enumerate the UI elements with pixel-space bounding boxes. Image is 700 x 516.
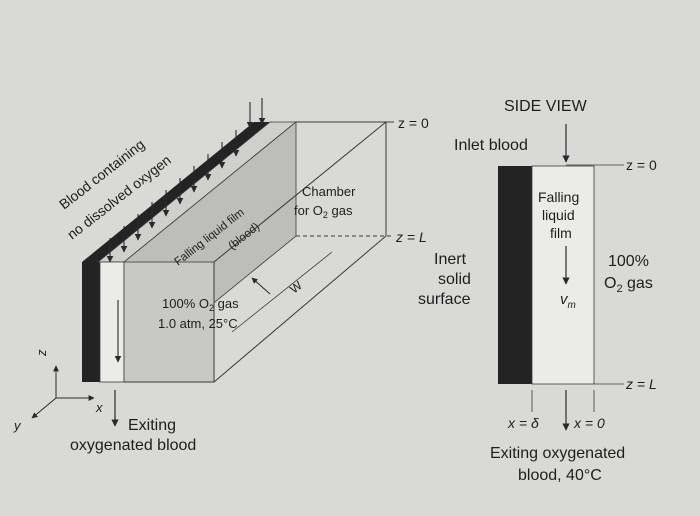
x-delta-label: x = δ bbox=[507, 415, 539, 431]
side-film bbox=[531, 165, 595, 385]
side-film-line3: film bbox=[550, 225, 572, 241]
side-exit-line2: blood, 40°C bbox=[518, 467, 602, 484]
chamber-label-line2: for O2 gas bbox=[294, 203, 353, 220]
axis-x-label: x bbox=[95, 400, 103, 415]
gas-label: 100% O2 gas bbox=[162, 296, 239, 313]
exit-label-line1: Exiting bbox=[128, 417, 176, 434]
side-film-line1: Falling bbox=[538, 189, 579, 205]
gas-conditions-label: 1.0 atm, 25°C bbox=[158, 316, 238, 331]
x-zero-label: x = 0 bbox=[573, 415, 605, 431]
width-dimension bbox=[231, 251, 333, 333]
inflow-arrows bbox=[106, 98, 266, 263]
side-exit-line1: Exiting oxygenated bbox=[490, 445, 625, 462]
side-view: SIDE VIEW Inlet blood z = 0 z = L Fallin… bbox=[418, 98, 657, 484]
film-front-face bbox=[99, 261, 125, 383]
width-label: W bbox=[287, 278, 305, 296]
axis-z-label: z bbox=[34, 349, 49, 357]
side-solid-wall bbox=[498, 166, 532, 384]
isometric-view: Blood containing no dissolved oxygen Fal… bbox=[13, 98, 429, 454]
surface-line3: surface bbox=[418, 291, 471, 308]
coordinate-axes bbox=[31, 365, 95, 419]
side-z0-label: z = 0 bbox=[626, 157, 657, 173]
side-velocity-label: vm bbox=[560, 291, 576, 311]
chamber-front-top-edge bbox=[213, 121, 387, 263]
side-gas-line2: O2 gas bbox=[604, 275, 653, 295]
surface-line2: solid bbox=[438, 271, 471, 288]
side-film-line2: liquid bbox=[542, 207, 575, 223]
axis-y-label: y bbox=[13, 418, 22, 433]
solid-surface-front bbox=[82, 262, 100, 382]
side-view-title: SIDE VIEW bbox=[504, 98, 588, 115]
solid-surface-top bbox=[82, 122, 270, 262]
exit-label-line2: oxygenated blood bbox=[70, 437, 196, 454]
side-zL-label: z = L bbox=[625, 376, 657, 392]
side-gas-line1: 100% bbox=[608, 253, 649, 270]
zL-label-left: z = L bbox=[395, 229, 427, 245]
chamber-edges bbox=[213, 121, 387, 383]
z0-label-left: z = 0 bbox=[398, 115, 429, 131]
film-gas-face bbox=[123, 261, 215, 383]
surface-line1: Inert bbox=[434, 251, 467, 268]
inlet-label: Inlet blood bbox=[454, 137, 528, 154]
gas-diffusion-arrow bbox=[251, 277, 271, 295]
chamber-label-line1: Chamber bbox=[302, 184, 356, 199]
